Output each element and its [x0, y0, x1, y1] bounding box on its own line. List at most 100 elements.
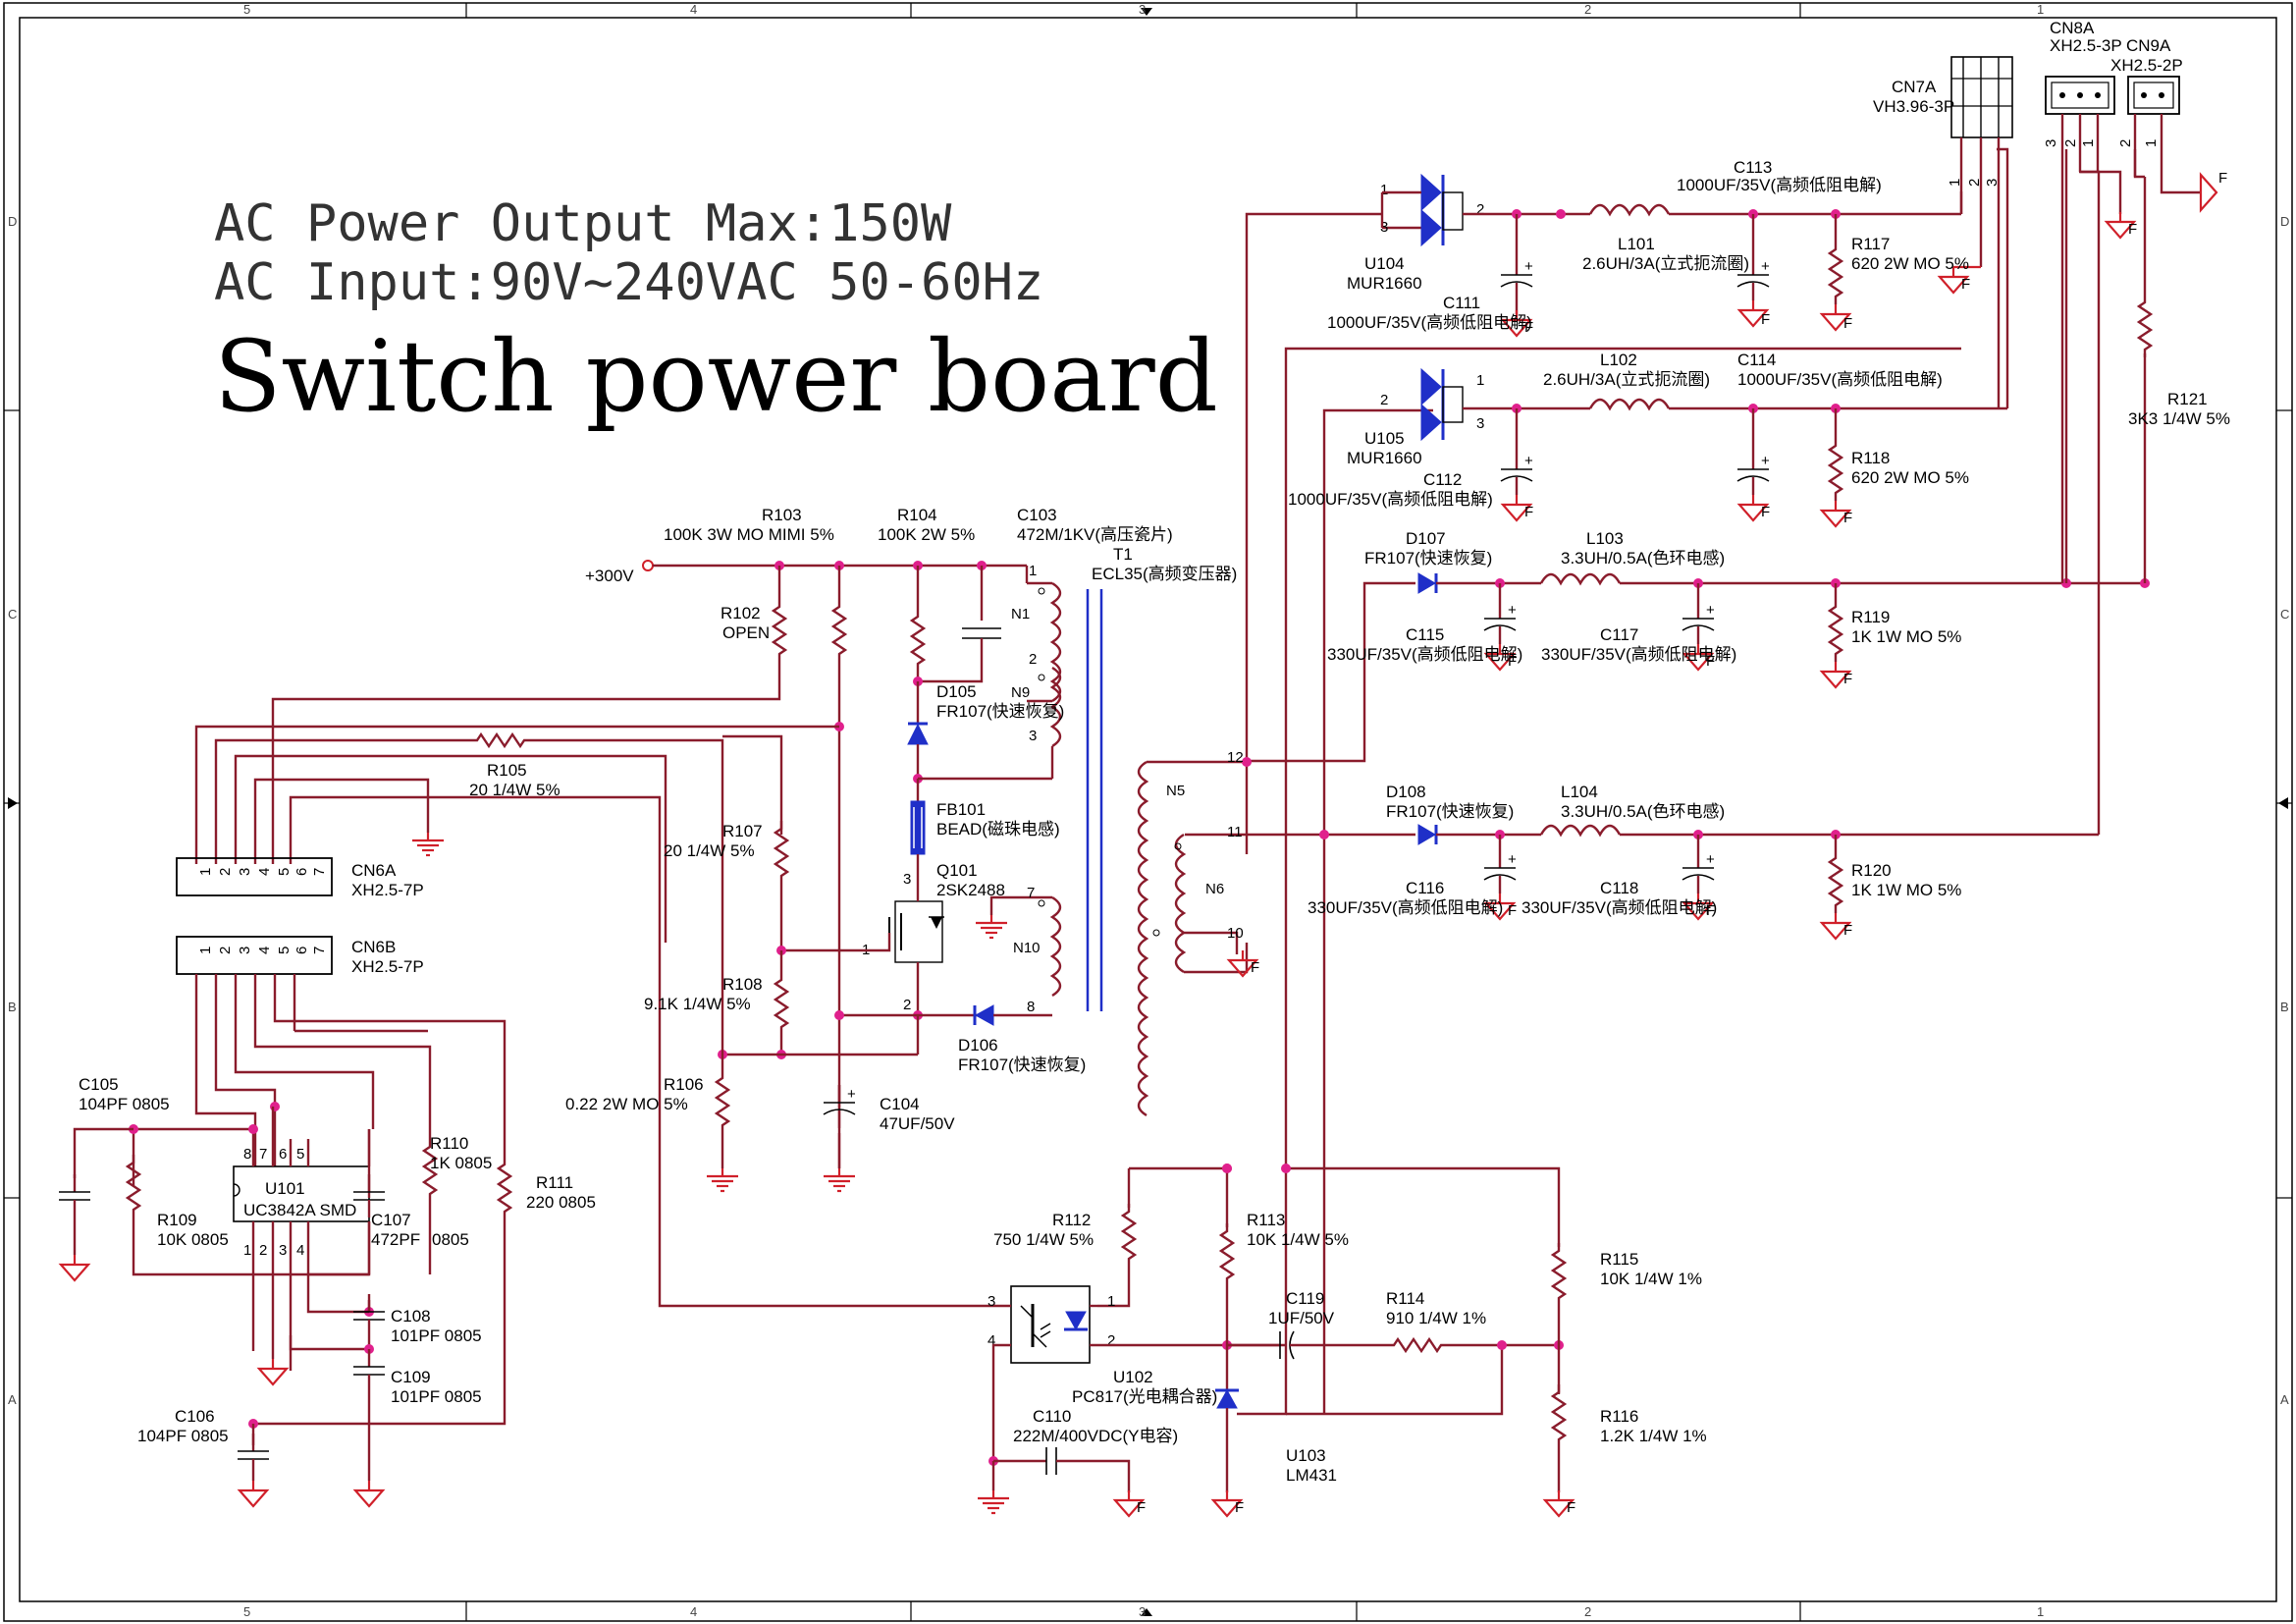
- cn6a-type: XH2.5-7P: [351, 881, 424, 899]
- col-label: 4: [690, 2, 697, 17]
- c115-value: 330UF/35V(高频低阻电解): [1327, 645, 1522, 664]
- c110-ref: C110: [1033, 1407, 1071, 1426]
- r106-ref: R106: [664, 1075, 704, 1094]
- row-label: D: [8, 214, 17, 229]
- svg-text:2: 2: [2117, 139, 2134, 147]
- r110-value: 1K 0805: [430, 1154, 492, 1172]
- c106-value: 104PF 0805: [137, 1427, 229, 1445]
- c112-value: 1000UF/35V(高频低阻电解): [1288, 490, 1493, 509]
- svg-text:4: 4: [296, 1242, 304, 1259]
- q101-type: 2SK2488: [936, 881, 1005, 899]
- r112-ref: R112: [1052, 1211, 1091, 1229]
- u101-ref: U101: [265, 1179, 305, 1198]
- svg-text:10: 10: [1227, 925, 1244, 942]
- r112-value: 750 1/4W 5%: [993, 1230, 1094, 1249]
- r108-value: 9.1K 1/4W 5%: [644, 995, 751, 1013]
- t1-type: ECL35(高频变压器): [1092, 565, 1237, 583]
- l103-ref: L103: [1586, 529, 1624, 548]
- ac-input-heading: AC Input:90V~240VAC 50-60Hz: [214, 253, 1043, 312]
- ground-f-mark: F: [1567, 1499, 1575, 1516]
- c117-value: 330UF/35V(高频低阻电解): [1541, 645, 1736, 664]
- c103-ref: C103: [1017, 506, 1057, 524]
- c106-ref: C106: [175, 1407, 215, 1426]
- svg-text:8: 8: [243, 1146, 251, 1163]
- r119-ref: R119: [1851, 608, 1890, 626]
- l102-value: 2.6UH/3A(立式扼流圈): [1543, 370, 1710, 389]
- c119-ref: C119: [1286, 1289, 1324, 1308]
- col-label: 5: [243, 1604, 250, 1619]
- r103-value: 100K 3W MO MIMI 5%: [664, 525, 834, 544]
- c104-ref: C104: [880, 1095, 920, 1113]
- cn7a-ref: CN7A: [1892, 78, 1937, 96]
- c108-value: 101PF 0805: [391, 1326, 482, 1345]
- r118-value: 620 2W MO 5%: [1851, 468, 1969, 487]
- c117-ref: C117: [1600, 625, 1638, 644]
- svg-text:1: 1: [197, 868, 214, 876]
- svg-text:1: 1: [1476, 372, 1484, 389]
- row-label: B: [2280, 1000, 2289, 1014]
- svg-text:2: 2: [1476, 201, 1484, 218]
- r115-value: 10K 1/4W 1%: [1600, 1270, 1702, 1288]
- c107-ref: C107: [371, 1211, 411, 1229]
- l104-ref: L104: [1561, 783, 1598, 801]
- col-label: 1: [2037, 2, 2044, 17]
- ground-f-mark: F: [1961, 276, 1970, 293]
- svg-text:1: 1: [243, 1242, 251, 1259]
- u103-type: LM431: [1286, 1466, 1337, 1485]
- row-label: A: [8, 1392, 17, 1407]
- ground-f-mark: F: [1843, 510, 1852, 526]
- rail-u105: 2 1 3: [1284, 147, 2009, 1414]
- svg-text:7: 7: [259, 1146, 267, 1163]
- t1-ref: T1: [1113, 545, 1133, 564]
- cn6a-ref: CN6A: [351, 861, 397, 880]
- svg-text:2: 2: [1029, 651, 1037, 668]
- c114-value: 1000UF/35V(高频低阻电解): [1737, 370, 1943, 389]
- ground-f-mark: F: [1137, 1499, 1146, 1516]
- r109-ref: R109: [157, 1211, 197, 1229]
- r118-ref: R118: [1851, 449, 1890, 467]
- svg-text:3: 3: [1476, 415, 1484, 432]
- svg-text:1: 1: [1107, 1293, 1115, 1310]
- board-title: Switch power board: [214, 319, 1218, 434]
- c113-ref: C113: [1734, 158, 1772, 177]
- c107-value: 472PF: [371, 1230, 420, 1249]
- row-label: B: [8, 1000, 17, 1014]
- r121-ref: R121: [2167, 390, 2208, 408]
- c105-ref: C105: [79, 1075, 119, 1094]
- l102-ref: L102: [1600, 351, 1637, 369]
- row-label: C: [8, 607, 17, 622]
- l101-ref: L101: [1618, 235, 1655, 253]
- c113-value: 1000UF/35V(高频低阻电解): [1677, 176, 1882, 194]
- c104-value: 47UF/50V: [880, 1114, 955, 1133]
- ground-f-mark: F: [1251, 959, 1259, 976]
- svg-text:3: 3: [1380, 219, 1388, 236]
- col-label: 3: [1139, 1604, 1146, 1619]
- u104-diode: 1 3 2: [1380, 173, 1484, 247]
- svg-text:5: 5: [276, 868, 293, 876]
- l104-value: 3.3UH/0.5A(色环电感): [1561, 802, 1725, 821]
- svg-text:6: 6: [279, 1146, 287, 1163]
- svg-text:6: 6: [294, 947, 310, 954]
- d105-type: FR107(快速恢复): [936, 702, 1064, 721]
- u101-periphery: [57, 1107, 512, 1508]
- drawing-frame: 5 4 3 2 1 5 4 3 2 1 D C B A D C B A: [3, 2, 2293, 1622]
- svg-text:6: 6: [294, 868, 310, 876]
- svg-text:2: 2: [259, 1242, 267, 1259]
- svg-text:7: 7: [311, 947, 328, 954]
- ground-f-mark: F: [1706, 653, 1715, 670]
- svg-text:2: 2: [903, 997, 911, 1013]
- svg-text:2: 2: [1966, 179, 1983, 187]
- u104-ref: U104: [1364, 254, 1405, 273]
- c116-ref: C116: [1406, 879, 1444, 897]
- r103-ref: R103: [762, 506, 802, 524]
- svg-text:11: 11: [1227, 824, 1243, 840]
- c111-ref: C111: [1443, 294, 1480, 312]
- d108-type: FR107(快速恢复): [1386, 802, 1514, 821]
- r115-ref: R115: [1600, 1250, 1638, 1269]
- svg-text:3: 3: [279, 1242, 287, 1259]
- u105-ref: U105: [1364, 429, 1405, 448]
- r109-value: 10K 0805: [157, 1230, 229, 1249]
- r117-value: 620 2W MO 5%: [1851, 254, 1969, 273]
